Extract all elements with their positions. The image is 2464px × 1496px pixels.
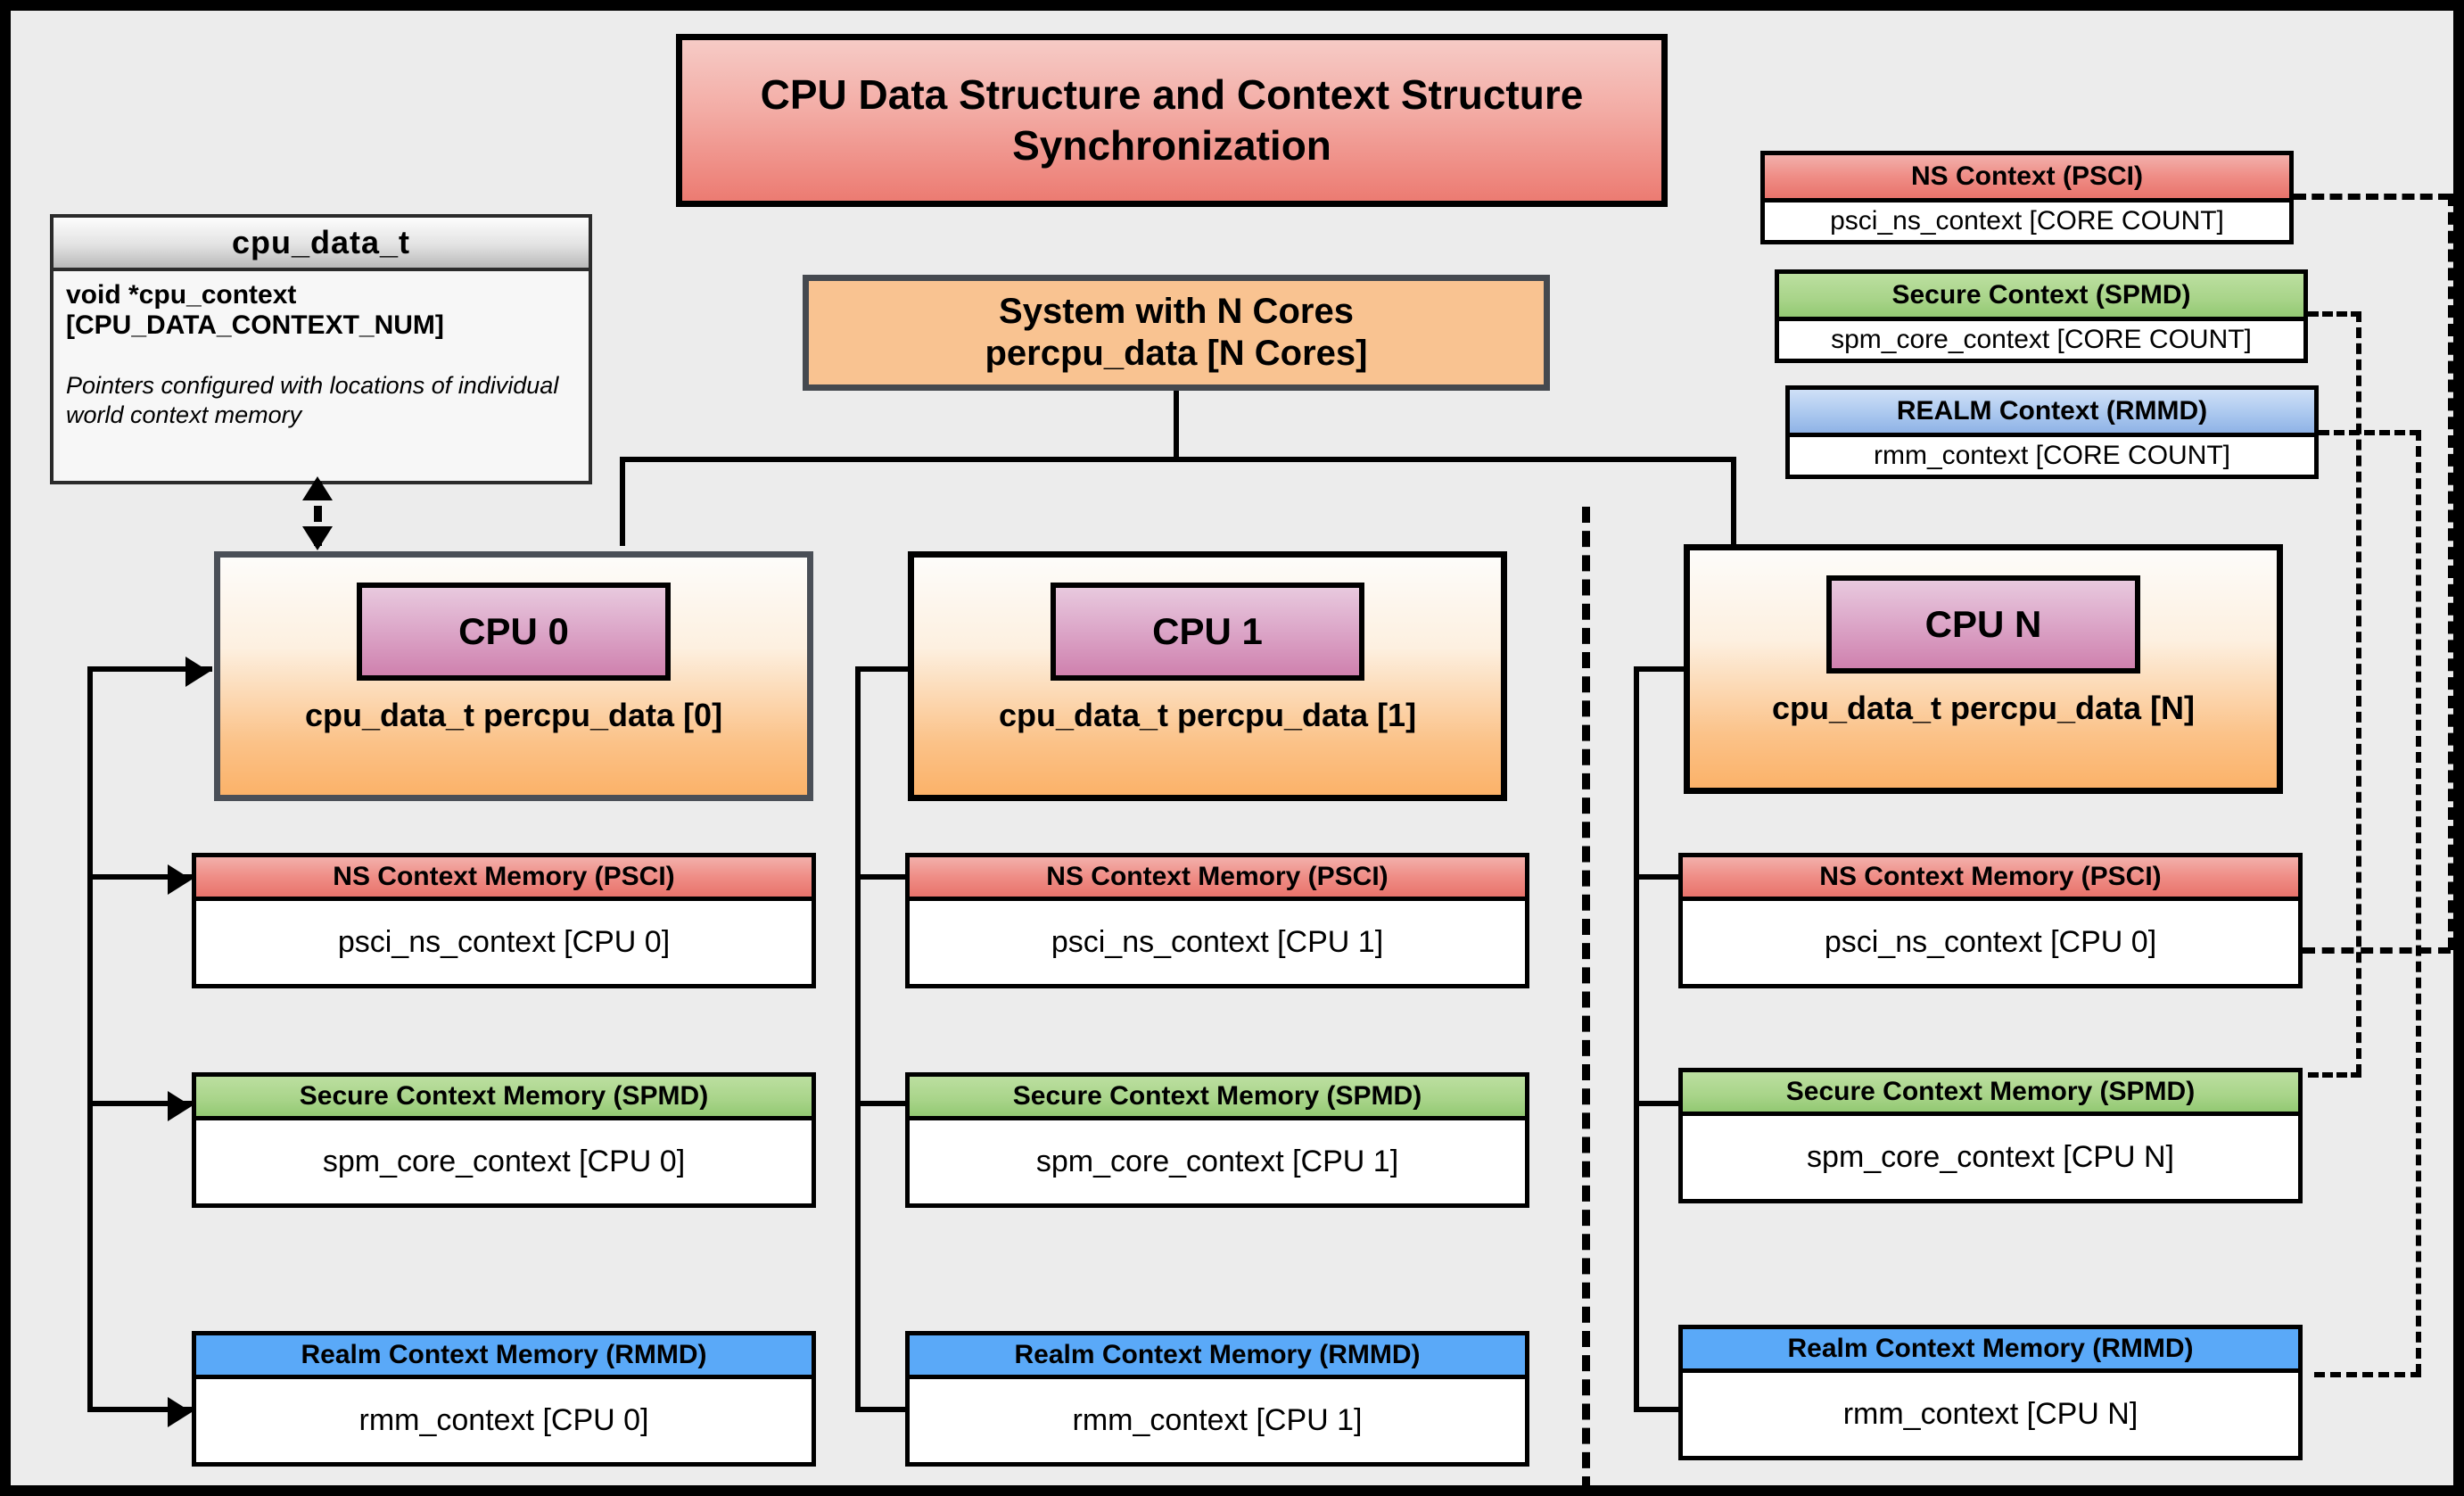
cpu-card-n: CPU N cpu_data_t percpu_data [N] [1684, 544, 2283, 794]
dash-ns-bottom [2303, 947, 2451, 954]
cpu0-arrow-card [185, 657, 210, 687]
dash-secure-vertical [2356, 311, 2361, 1075]
memory-card-cpu1-ns-body: psci_ns_context [CPU 1] [910, 901, 1525, 984]
memory-card-cpu0-ns-header: NS Context Memory (PSCI) [196, 857, 812, 901]
memory-card-cpu0-ns: NS Context Memory (PSCI) psci_ns_context… [192, 853, 816, 988]
system-overview-box: System with N Cores percpu_data [N Cores… [803, 275, 1550, 391]
cpu-data-link-dashed [314, 482, 322, 546]
cpu-card-1: CPU 1 cpu_data_t percpu_data [1] [908, 551, 1507, 801]
memory-card-cpu1-secure-body: spm_core_context [CPU 1] [910, 1120, 1525, 1203]
memory-card-cpu1-ns-header: NS Context Memory (PSCI) [910, 857, 1525, 901]
memory-card-cpun-ns: NS Context Memory (PSCI) psci_ns_context… [1678, 853, 2303, 988]
memory-card-cpun-secure-header: Secure Context Memory (SPMD) [1683, 1072, 2298, 1116]
memory-card-cpu1-secure: Secure Context Memory (SPMD) spm_core_co… [905, 1072, 1529, 1208]
dash-ns-top [2294, 194, 2451, 200]
cpu-badge-0: CPU 0 [357, 583, 671, 681]
system-box-text: System with N Cores percpu_data [N Cores… [985, 291, 1368, 375]
global-context-realm-header: REALM Context (RMMD) [1790, 390, 2314, 437]
diagram-title: CPU Data Structure and Context Structure… [676, 34, 1668, 207]
cpu1-branch-secure [855, 1101, 944, 1106]
global-context-realm-body: rmm_context [CORE COUNT] [1790, 437, 2314, 475]
memory-card-cpun-realm-body: rmm_context [CPU N] [1683, 1373, 2298, 1456]
memory-card-cpu0-realm-body: rmm_context [CPU 0] [196, 1379, 812, 1462]
tree-horizontal-bar [620, 457, 1736, 462]
cpu0-branch-card [87, 666, 212, 672]
cpu-data-link-arrow-down [302, 526, 333, 550]
cpu-badge-n: CPU N [1826, 575, 2140, 674]
tree-branch-cpu0 [620, 457, 625, 546]
dash-ns-vertical [2448, 194, 2453, 950]
global-context-ns-body: psci_ns_context [CORE COUNT] [1765, 202, 2289, 240]
tree-branch-cpun [1731, 457, 1736, 546]
cpu-data-link-arrow-up [302, 476, 333, 500]
global-context-ns: NS Context (PSCI) psci_ns_context [CORE … [1760, 151, 2294, 244]
memory-card-cpu1-realm-body: rmm_context [CPU 1] [910, 1379, 1525, 1462]
cpu-data-t-note: Pointers configured with locations of in… [66, 372, 559, 428]
memory-card-cpu1-secure-header: Secure Context Memory (SPMD) [910, 1077, 1525, 1120]
cpu0-branch-secure [87, 1101, 194, 1106]
global-context-secure-body: spm_core_context [CORE COUNT] [1779, 321, 2303, 359]
memory-card-cpu1-realm: Realm Context Memory (RMMD) rmm_context … [905, 1331, 1529, 1467]
memory-card-cpu1-ns: NS Context Memory (PSCI) psci_ns_context… [905, 853, 1529, 988]
cpu1-trunk [855, 666, 861, 1412]
cpu-label-n: cpu_data_t percpu_data [N] [1771, 690, 2196, 726]
dash-secure-top [2308, 311, 2361, 317]
global-context-ns-header: NS Context (PSCI) [1765, 155, 2289, 202]
dash-realm-bottom [2314, 1372, 2421, 1377]
cpu0-arrow-secure [168, 1091, 192, 1121]
memory-card-cpun-secure: Secure Context Memory (SPMD) spm_core_co… [1678, 1068, 2303, 1203]
dash-secure-bottom [2308, 1072, 2361, 1078]
cpu-data-t-field: void *cpu_context [CPU_DATA_CONTEXT_NUM] [66, 280, 444, 341]
system-line-2: percpu_data [N Cores] [985, 334, 1368, 373]
memory-card-cpu0-realm-header: Realm Context Memory (RMMD) [196, 1335, 812, 1379]
cpu1-branch-realm [855, 1407, 944, 1412]
memory-card-cpu0-ns-body: psci_ns_context [CPU 0] [196, 901, 812, 984]
cpu-label-0: cpu_data_t percpu_data [0] [304, 697, 723, 733]
memory-card-cpun-secure-body: spm_core_context [CPU N] [1683, 1116, 2298, 1199]
cpu0-branch-realm [87, 1407, 194, 1412]
cpu1-branch-card [855, 666, 955, 672]
cpu-badge-1: CPU 1 [1051, 583, 1364, 681]
system-line-1: System with N Cores [999, 291, 1354, 331]
dash-realm-vertical [2416, 430, 2421, 1375]
global-context-secure-header: Secure Context (SPMD) [1779, 274, 2303, 321]
cpu0-arrow-ns [168, 864, 192, 895]
cpu0-branch-ns [87, 874, 194, 880]
cpun-trunk [1634, 666, 1639, 1412]
memory-card-cpun-realm-header: Realm Context Memory (RMMD) [1683, 1329, 2298, 1373]
memory-card-cpu1-realm-header: Realm Context Memory (RMMD) [910, 1335, 1525, 1379]
memory-card-cpu0-secure-header: Secure Context Memory (SPMD) [196, 1077, 812, 1120]
cpu-label-1: cpu_data_t percpu_data [1] [998, 697, 1417, 733]
global-context-realm: REALM Context (RMMD) rmm_context [CORE C… [1785, 385, 2319, 479]
cpu-card-0: CPU 0 cpu_data_t percpu_data [0] [214, 551, 813, 801]
global-context-secure: Secure Context (SPMD) spm_core_context [… [1775, 269, 2308, 363]
column-divider-dashed [1582, 507, 1590, 1485]
tree-trunk-vertical [1174, 391, 1179, 462]
memory-card-cpun-ns-header: NS Context Memory (PSCI) [1683, 857, 2298, 901]
memory-card-cpun-ns-body: psci_ns_context [CPU 0] [1683, 901, 2298, 984]
cpu1-branch-ns [855, 874, 944, 880]
memory-card-cpu0-realm: Realm Context Memory (RMMD) rmm_context … [192, 1331, 816, 1467]
memory-card-cpu0-secure-body: spm_core_context [CPU 0] [196, 1120, 812, 1203]
cpu-data-t-body: void *cpu_context [CPU_DATA_CONTEXT_NUM]… [54, 271, 589, 481]
dash-realm-top [2319, 430, 2420, 435]
memory-card-cpun-realm: Realm Context Memory (RMMD) rmm_context … [1678, 1325, 2303, 1460]
cpu0-trunk [87, 666, 93, 1412]
memory-card-cpu0-secure: Secure Context Memory (SPMD) spm_core_co… [192, 1072, 816, 1208]
cpu0-arrow-realm [168, 1397, 192, 1427]
cpu-data-t-header: cpu_data_t [54, 218, 589, 271]
cpu-data-t-struct-card: cpu_data_t void *cpu_context [CPU_DATA_C… [50, 214, 592, 484]
